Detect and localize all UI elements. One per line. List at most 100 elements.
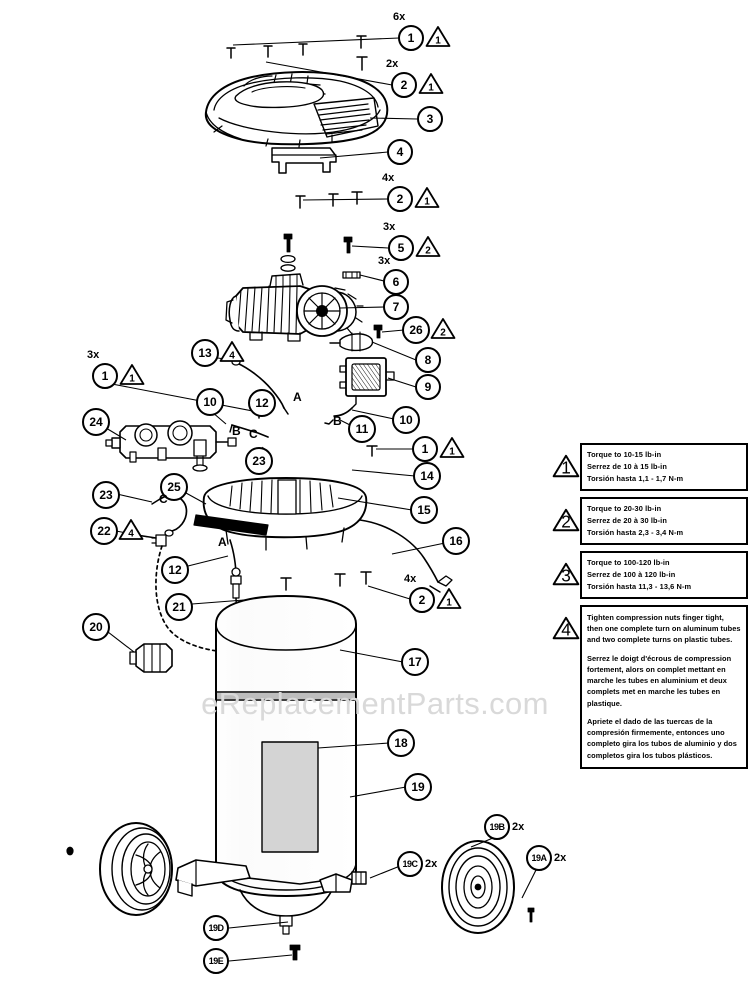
quantity-label-19a: 2x: [554, 852, 567, 864]
shroud-cover: [204, 71, 389, 148]
quantity-label-19c: 2x: [425, 858, 438, 870]
callout-bubble-23[interactable]: 23: [245, 447, 273, 475]
svg-text:4: 4: [128, 529, 134, 540]
callout-bubble-21[interactable]: 21: [165, 593, 193, 621]
callout-bubble-15[interactable]: 15: [410, 496, 438, 524]
callout-bubble-19a[interactable]: 19A: [526, 845, 552, 871]
callout-bubble-3[interactable]: 3: [417, 106, 443, 132]
callout-bubble-23[interactable]: 23: [92, 481, 120, 509]
svg-text:1: 1: [561, 458, 571, 478]
warning-triangle-1: 1: [439, 436, 465, 459]
callout-bubble-12[interactable]: 12: [161, 556, 189, 584]
wheel-left: [99, 822, 173, 916]
callout-bubble-10[interactable]: 10: [392, 406, 420, 434]
legend-warning-triangle-3: 3: [552, 561, 580, 587]
callout-bubble-18[interactable]: 18: [387, 729, 415, 757]
regulator-manifold: [105, 420, 237, 472]
reference-letter-c: C: [249, 427, 258, 441]
legend-warning-triangle-2: 2: [552, 507, 580, 533]
legend-paragraph: Serrez le doigt d'écrous de compression …: [587, 653, 732, 708]
svg-text:4: 4: [561, 619, 571, 639]
quantity-label-5: 3x: [383, 221, 396, 233]
callout-bubble-17[interactable]: 17: [401, 648, 429, 676]
quantity-label-1: 3x: [87, 349, 100, 361]
power-cord: [359, 519, 453, 593]
callout-bubble-25[interactable]: 25: [160, 473, 188, 501]
callout-bubble-9[interactable]: 9: [415, 374, 441, 400]
reference-letter-b: B: [333, 414, 342, 428]
callout-bubble-4[interactable]: 4: [387, 139, 413, 165]
svg-text:2: 2: [440, 328, 446, 339]
callout-bubble-2[interactable]: 2: [391, 72, 417, 98]
quantity-label-2: 4x: [404, 573, 417, 585]
warning-triangle-1: 1: [414, 186, 440, 209]
legend-line: Serrez de 100 à 120 lb-in: [587, 569, 676, 579]
warning-triangle-1: 1: [436, 587, 462, 610]
svg-text:1: 1: [424, 197, 430, 208]
callout-bubble-5[interactable]: 5: [388, 235, 414, 261]
motor-pump-assembly: [225, 273, 364, 342]
callout-bubble-11[interactable]: 11: [348, 415, 376, 443]
callout-bubble-8[interactable]: 8: [415, 347, 441, 373]
reference-letter-b: B: [232, 424, 241, 438]
legend-line: Serrez de 20 à 30 lb-in: [587, 515, 667, 525]
callout-bubble-10[interactable]: 10: [196, 388, 224, 416]
callout-bubble-19[interactable]: 19: [404, 773, 432, 801]
legend-text-box-4: Tighten compression nuts finger tight, t…: [580, 604, 748, 769]
legend-line: Torque to 10-15 lb-in: [587, 450, 662, 459]
warning-triangle-1: 1: [425, 25, 451, 48]
base-rail: [175, 859, 353, 897]
legend-line: Torque to 100-120 lb-in: [587, 557, 670, 567]
fastener-group-top: [280, 233, 383, 339]
callout-bubble-1[interactable]: 1: [398, 25, 424, 51]
legend-line: Torque to 20-30 lb-in: [587, 503, 662, 513]
callout-bubble-14[interactable]: 14: [413, 462, 441, 490]
wheel-right: [441, 840, 515, 934]
callout-bubble-19e[interactable]: 19E: [203, 948, 229, 974]
quantity-label-1: 6x: [393, 11, 406, 23]
callout-bubble-19c[interactable]: 19C: [397, 851, 423, 877]
warning-triangle-4: 4: [118, 518, 144, 541]
legend-line: Serrez de 10 à 15 lb-in: [587, 461, 667, 471]
legend-line: Torsión hasta 11,3 - 13,6 N-m: [587, 581, 692, 591]
callout-bubble-16[interactable]: 16: [442, 527, 470, 555]
callout-bubble-1[interactable]: 1: [92, 363, 118, 389]
legend-warning-triangle-1: 1: [552, 453, 580, 479]
callout-bubble-1[interactable]: 1: [412, 436, 438, 462]
reference-letter-c: C: [159, 492, 168, 506]
svg-text:4: 4: [229, 351, 235, 362]
reference-letter-a: A: [218, 535, 227, 549]
warning-triangle-1: 1: [119, 363, 145, 386]
bolt-19e: [289, 944, 301, 961]
warning-triangle-2: 2: [430, 317, 456, 340]
callout-bubble-19d[interactable]: 19D: [203, 915, 229, 941]
callout-bubble-6[interactable]: 6: [383, 269, 409, 295]
callout-bubble-13[interactable]: 13: [191, 339, 219, 367]
quantity-label-19b: 2x: [512, 821, 525, 833]
quantity-label-2: 2x: [386, 58, 399, 70]
svg-text:1: 1: [446, 598, 452, 609]
tube-assembly-b: [324, 407, 353, 425]
callout-bubble-20[interactable]: 20: [82, 613, 110, 641]
legend-line: Torsión hasta 2,3 - 3,4 N-m: [587, 527, 684, 537]
callout-bubble-24[interactable]: 24: [82, 408, 110, 436]
callout-bubble-22[interactable]: 22: [90, 517, 118, 545]
pressure-switch: [329, 331, 395, 409]
callout-bubble-12[interactable]: 12: [248, 389, 276, 417]
mount-bracket: [271, 147, 337, 174]
callout-bubble-19b[interactable]: 19B: [484, 814, 510, 840]
callout-bubble-2[interactable]: 2: [409, 587, 435, 613]
legend-line: Torsión hasta 1,1 - 1,7 N-m: [587, 473, 684, 483]
callout-bubble-7[interactable]: 7: [383, 294, 409, 320]
tank-top-cradle: [193, 477, 368, 551]
callout-bubble-2[interactable]: 2: [387, 186, 413, 212]
coupler-20: [129, 643, 173, 673]
callout-bubble-26[interactable]: 26: [402, 316, 430, 344]
